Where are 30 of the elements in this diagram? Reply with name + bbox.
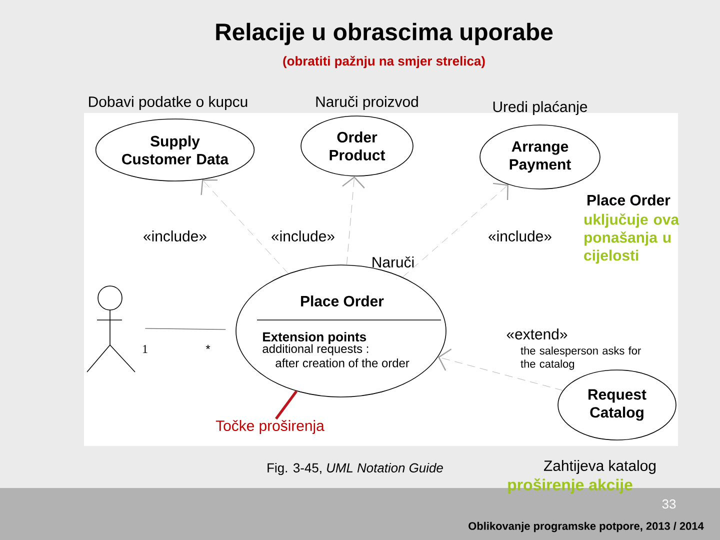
caption-text: Naruči proizvod — [316, 96, 418, 110]
callout-text: Točke proširenja — [216, 420, 324, 434]
edge-label: «extend» — [506, 328, 568, 340]
note-text: proširenje akcije — [508, 478, 632, 494]
arrow — [200, 179, 288, 274]
page-number: 33 — [662, 499, 676, 509]
arrow — [438, 348, 564, 391]
note-text: uključuje ova ponašanja u cijelosti — [584, 214, 680, 264]
figure-credit: Fig. 3-45, UML Notation Guide — [268, 462, 443, 476]
note-text: Place Order — [588, 194, 670, 206]
title: Relacije u obrascima uporabe — [216, 22, 553, 46]
compartment-heading: Extension points — [263, 332, 366, 344]
multiplicity-label: * — [206, 344, 210, 350]
footer-text: Oblikovanje programske potpore, 2013 / 2014 — [468, 522, 704, 532]
subtitle: (obratiti pažnju na smjer strelica) — [283, 56, 485, 68]
edge-label: «include» — [272, 230, 334, 242]
edge-label: «include» — [144, 230, 206, 242]
arrow — [342, 176, 365, 265]
arrow — [402, 182, 508, 278]
caption-text: Dobavi podatke o kupcu — [89, 96, 248, 110]
caption-text: Zahtijeva katalog — [544, 460, 656, 474]
leader-line — [275, 390, 298, 420]
actor-figure — [86, 286, 136, 372]
association-line — [145, 328, 226, 330]
caption-text: Naruči — [372, 256, 414, 268]
condition-text: the salesperson asks for the catalog — [520, 346, 641, 370]
extension-point-text: additional requests : after creation of the order — [262, 344, 410, 368]
use-case-name: Place Order — [301, 296, 384, 306]
caption-text: Uredi plaćanje — [493, 100, 588, 116]
edge-label: «include» — [488, 230, 552, 242]
